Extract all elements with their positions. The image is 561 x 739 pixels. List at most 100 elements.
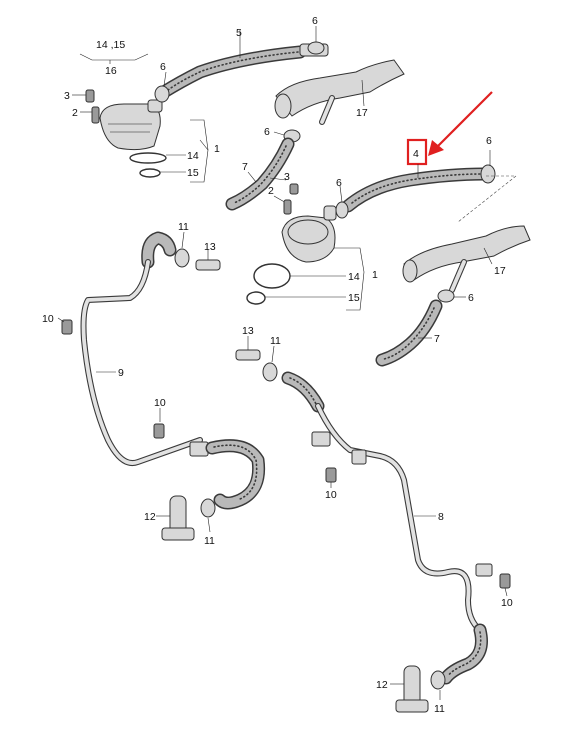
callout-3a: 3: [64, 90, 70, 102]
callout-3b: 3: [284, 171, 290, 183]
leader-1a: [199, 139, 209, 151]
pipe-17-spigot-fill-b: [450, 260, 466, 292]
fitting-12b-base: [395, 699, 429, 713]
pipe-17-upper: 6 17: [274, 15, 405, 125]
leader-6-hose5: [163, 71, 167, 87]
pipe-9-fill: [81, 260, 202, 465]
fitting-12a-base: [161, 527, 195, 541]
callout-7a: 7: [242, 161, 248, 173]
pipe-8-fill: [316, 404, 482, 632]
callout-14-15-top: 14 ,15: [96, 39, 125, 51]
callout-2a: 2: [72, 107, 78, 119]
hose-4-texture: [351, 173, 481, 204]
callout-11b: 11: [270, 335, 281, 347]
callout-9: 9: [118, 367, 124, 379]
leader-10a: [57, 317, 65, 323]
callout-17b: 17: [494, 265, 506, 277]
callout-10a: 10: [42, 313, 54, 325]
screw-3b: [289, 183, 299, 195]
hose-9-top-fill: [142, 233, 175, 267]
callout-15b: 15: [348, 292, 360, 304]
callout-6-hose4: 6: [486, 135, 492, 147]
pipe-17-end-b: [402, 259, 418, 283]
valve-ribs-a: [108, 123, 152, 133]
callout-11c: 11: [204, 535, 215, 547]
hose-7-upper: 6 7: [225, 126, 301, 211]
leader-11b: [271, 345, 275, 363]
callout-10d: 10: [501, 597, 513, 609]
clamp-11b: [262, 362, 278, 382]
callout-13a: 13: [204, 241, 216, 253]
callout-5: 5: [236, 27, 242, 39]
clamp-6e: [437, 289, 455, 303]
hose-8-top-texture: [289, 377, 317, 405]
oring-14b: [253, 263, 291, 289]
connector-13a: [195, 259, 221, 271]
hose-7a-fill: [227, 139, 293, 209]
oring-15b: [246, 291, 266, 305]
hose-7b-fill: [377, 301, 441, 365]
hose-8-low-texture: [447, 631, 482, 677]
callout-11a: 11: [178, 221, 189, 233]
clamp-6a: [307, 41, 325, 55]
callout-1a: 1: [214, 143, 220, 155]
leader-11a: [181, 231, 185, 249]
line-8: 13 11 8 10 10 11 12: [235, 325, 513, 715]
pipe-17-spigot-fill-a: [320, 96, 334, 124]
bolt-10d: [499, 573, 511, 589]
bracket-16: [79, 53, 149, 61]
bracket-8a: [311, 431, 331, 447]
hose-4: 6 6 4: [335, 91, 496, 219]
pipe-17-body-a: [275, 59, 405, 117]
callout-2b: 2: [268, 185, 274, 197]
leader-7a: [247, 171, 257, 183]
callout-12a: 12: [144, 511, 156, 523]
callout-6b: 6: [160, 61, 166, 73]
hose-7-lower: 7: [375, 299, 443, 367]
clamp-11c: [200, 498, 216, 518]
callout-8: 8: [438, 511, 444, 523]
bracket-8c: [475, 563, 493, 577]
screw-3a: [85, 89, 95, 103]
line-9: 11 13 9 10 10 11 12: [42, 221, 266, 547]
leader-17a: [361, 79, 365, 107]
callout-10b: 10: [154, 397, 166, 409]
clamp-11d: [430, 670, 446, 690]
callout-6c: 6: [264, 126, 270, 138]
highlight-box: [406, 138, 428, 166]
highlight-arrow-head: [428, 140, 444, 156]
callout-16: 16: [105, 65, 117, 77]
hose-7b-texture: [383, 307, 435, 360]
leader-11c: [207, 517, 211, 533]
hose-9-low-texture: [213, 444, 258, 500]
highlight-arrow-shaft: [435, 91, 493, 149]
callout-6d: 6: [336, 177, 342, 189]
bolt-2b: [283, 199, 292, 215]
clamp-6-hose4: [480, 164, 496, 184]
guide-dash-4: [457, 175, 517, 223]
pipe-17-lower: 17 6: [402, 225, 531, 304]
clamp-6d: [335, 201, 349, 219]
oring-15a: [139, 168, 161, 178]
clamp-6b-top: [154, 85, 170, 103]
group-header-14-15-16: 14 ,15 16: [79, 39, 149, 77]
leader-10d: [504, 587, 508, 597]
callout-13b: 13: [242, 325, 254, 337]
hose-5: 5 6: [154, 27, 307, 103]
bolt-10a: [61, 319, 73, 335]
bracket-9: [189, 441, 209, 457]
callout-6a: 6: [312, 15, 318, 27]
leader-6d: [339, 185, 343, 203]
hose-8-top-fill: [283, 373, 323, 411]
pipe-17-body-b: [403, 225, 531, 281]
callout-15a: 15: [187, 167, 199, 179]
pipe-17-end-a: [274, 93, 292, 119]
callout-11d: 11: [434, 703, 445, 715]
connector-13b: [235, 349, 261, 361]
leader-3b: [269, 177, 287, 181]
callout-12b: 12: [376, 679, 388, 691]
bolt-10b: [153, 423, 165, 439]
leader-17b: [483, 247, 493, 265]
callout-17a: 17: [356, 107, 368, 119]
hose-5-texture: [167, 51, 299, 91]
